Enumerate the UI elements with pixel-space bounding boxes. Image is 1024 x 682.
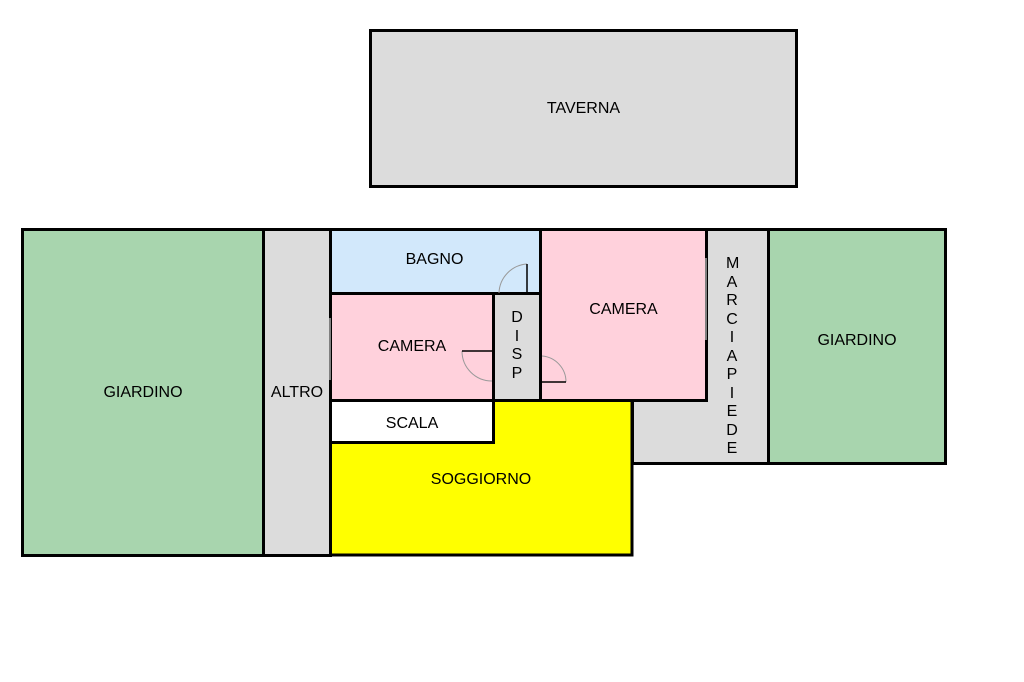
room-label: BAGNO [405,250,464,268]
room-taverna: TAVERNA [369,29,798,188]
room-altro: ALTRO [262,228,332,557]
room-label: DISP [511,309,523,382]
room-giardino-right: GIARDINO [767,228,947,465]
room-label: TAVERNA [546,99,621,117]
room-label: SOGGIORNO [430,471,532,488]
room-label: ALTRO [270,383,324,401]
room-label: GIARDINO [817,331,897,349]
room-label: MARCIAPIEDE [726,255,740,457]
room-bagno: BAGNO [329,228,542,295]
room-disp: DISP [492,292,542,402]
room-label: CAMERA [377,338,447,355]
room-giardino-left: GIARDINO [21,228,265,557]
room-camera-right: CAMERA [539,228,708,402]
room-camera-left: CAMERA [329,292,495,402]
room-label: SCALA [385,414,439,432]
room-label: CAMERA [589,301,658,318]
soggiorno-label-box: SOGGIORNO [330,442,632,518]
room-label: GIARDINO [103,383,183,401]
room-scala: SCALA [329,399,495,444]
